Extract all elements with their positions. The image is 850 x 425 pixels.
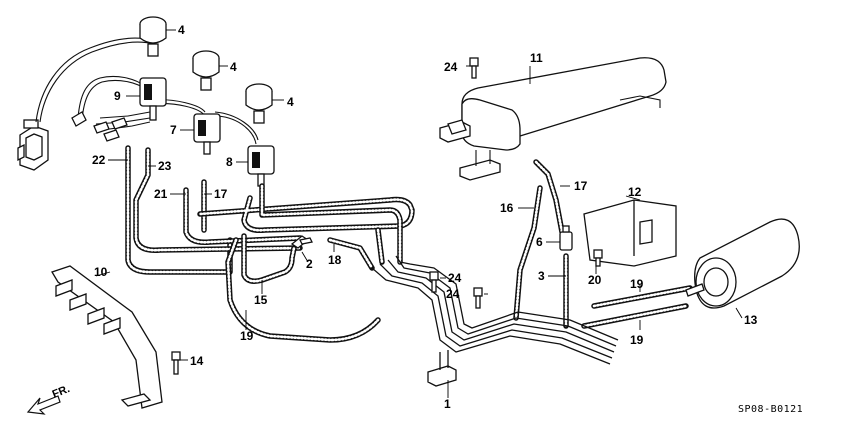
callout-7: 8	[226, 155, 233, 169]
callout-10: 11	[530, 51, 543, 65]
callout-13: 14	[190, 354, 204, 368]
callout-21: 22	[92, 153, 106, 167]
cap-4-c	[245, 83, 273, 124]
callout-16: 17	[574, 179, 588, 193]
callout-11: 12	[628, 185, 642, 199]
screw-23	[593, 249, 603, 267]
bolt-13	[171, 351, 181, 375]
solenoid-valve-7	[247, 145, 275, 187]
callout-labels: 4 4 4 9 7 8 22 23 21 17 2 18 15 19 24 11…	[92, 23, 758, 411]
canister-10	[439, 57, 667, 181]
callout-4-c: 4	[287, 95, 294, 109]
front-direction-label: FR.	[51, 383, 72, 401]
bolt-24-a	[469, 57, 479, 79]
callout-20: 21	[154, 187, 168, 201]
bracket-11	[583, 199, 677, 267]
front-arrow-icon	[26, 395, 61, 415]
pipe-assembly-1	[371, 255, 619, 387]
callout-19-a: 19	[630, 277, 644, 291]
harness-connector	[17, 119, 49, 171]
callout-2: 2	[306, 257, 313, 271]
callout-17-a: 17	[214, 187, 228, 201]
callout-5: 6	[536, 235, 543, 249]
callout-22: 23	[158, 159, 172, 173]
filter-12	[685, 218, 800, 309]
callout-14: 15	[254, 293, 268, 307]
diagram-code: SP08-B0121	[738, 404, 803, 415]
valve-5	[559, 225, 573, 251]
callout-8: 9	[114, 89, 121, 103]
callout-24-a: 24	[444, 60, 458, 74]
bolt-24-c	[473, 287, 483, 309]
hose-joint-2	[290, 235, 313, 249]
cap-4-a	[139, 16, 167, 57]
callout-18: 19	[240, 329, 254, 343]
callout-17-b: 18	[328, 253, 342, 267]
callout-24-c: 24	[446, 287, 460, 301]
bolt-24-b	[429, 271, 439, 293]
bracket-9	[51, 265, 163, 409]
callout-15: 16	[500, 201, 514, 215]
callout-12: 13	[744, 313, 758, 327]
terminal-plugs	[71, 111, 128, 142]
callout-4-b: 4	[230, 60, 237, 74]
front-direction-indicator: FR.	[26, 383, 72, 415]
callout-23: 20	[588, 273, 602, 287]
callout-19-b: 19	[630, 333, 644, 347]
vacuum-hoses	[125, 145, 693, 343]
callout-3: 3	[538, 269, 545, 283]
solenoid-valve-6	[193, 113, 221, 155]
callout-6: 7	[170, 123, 177, 137]
callout-1: 1	[444, 397, 451, 411]
callout-4-a: 4	[178, 23, 185, 37]
callout-9: 10	[94, 265, 108, 279]
callout-24-b: 24	[448, 271, 462, 285]
solenoid-valve-8	[139, 77, 167, 121]
cap-4-b	[192, 50, 220, 91]
leader-lines	[95, 29, 743, 398]
